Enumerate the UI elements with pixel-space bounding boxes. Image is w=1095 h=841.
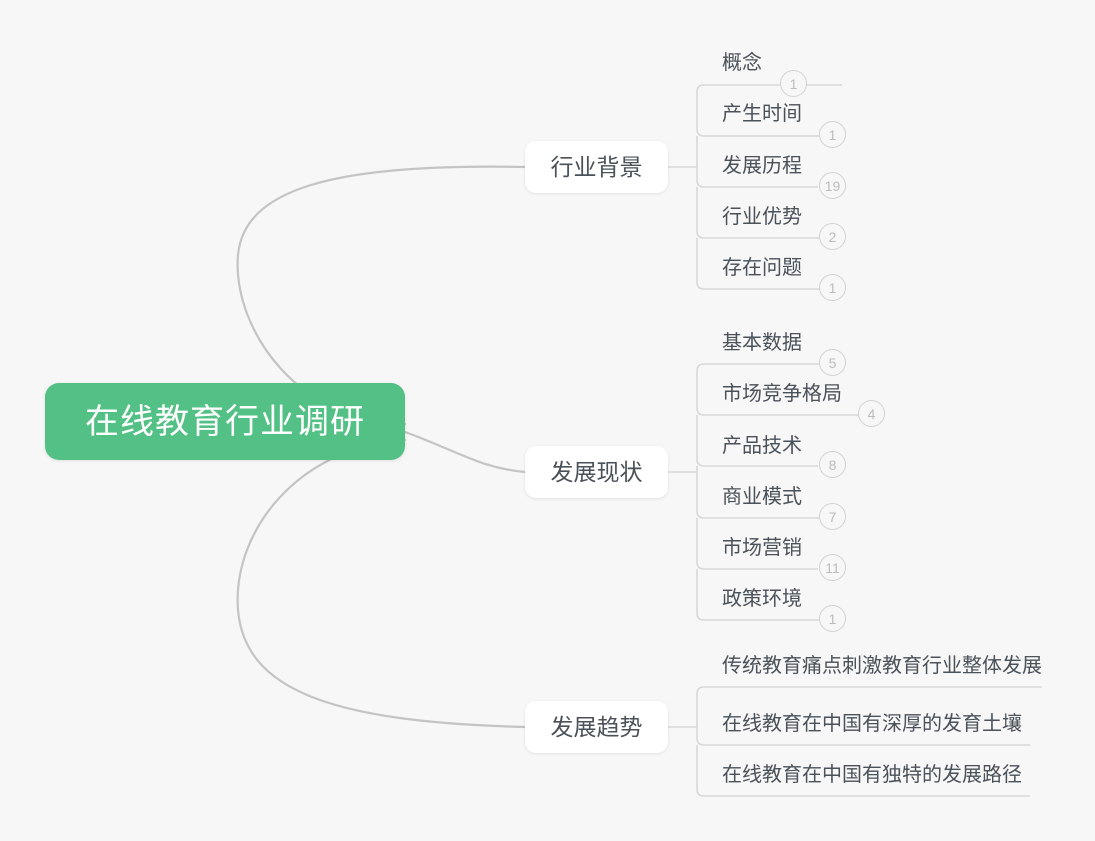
leaf-count-badge: 8 xyxy=(819,451,846,478)
leaf-count-value: 2 xyxy=(828,228,837,245)
leaf-node-label: 发展历程 xyxy=(722,155,802,177)
leaf-node[interactable]: 在线教育在中国有深厚的发育土壤 xyxy=(722,711,1022,745)
leaf-node-label: 市场竞争格局 xyxy=(722,383,842,405)
leaf-count-value: 1 xyxy=(789,75,798,92)
leaf-count-badge: 1 xyxy=(819,121,846,148)
leaf-count-badge: 4 xyxy=(858,400,885,427)
leaf-count-value: 1 xyxy=(828,610,837,627)
leaf-node[interactable]: 基本数据 xyxy=(722,330,802,364)
leaf-count-value: 5 xyxy=(828,354,837,371)
leaf-node-label: 产品技术 xyxy=(722,435,802,457)
leaf-count-badge: 7 xyxy=(819,503,846,530)
leaf-count-badge: 19 xyxy=(819,172,846,199)
leaf-node-label: 政策环境 xyxy=(722,588,802,610)
leaf-count-badge: 5 xyxy=(819,349,846,376)
leaf-underline-2-0 xyxy=(696,686,1042,700)
leaf-node[interactable]: 发展历程 xyxy=(722,153,802,187)
branch-node-label: 行业背景 xyxy=(550,153,643,180)
leaf-node-label: 概念 xyxy=(722,52,762,74)
leaf-node[interactable]: 产生时间 xyxy=(722,101,802,135)
leaf-node-label: 存在问题 xyxy=(722,257,802,279)
connector-root-to-branch-1 xyxy=(403,430,527,474)
connector-root-to-branch-2 xyxy=(236,438,527,729)
leaf-node-label: 商业模式 xyxy=(722,486,802,508)
leaf-count-badge: 1 xyxy=(819,274,846,301)
leaf-node-label: 基本数据 xyxy=(722,332,802,354)
leaf-node[interactable]: 政策环境 xyxy=(722,586,802,620)
leaf-count-value: 7 xyxy=(828,508,837,525)
leaf-node-label: 传统教育痛点刺激教育行业整体发展 xyxy=(722,655,1042,677)
leaf-node[interactable]: 市场竞争格局 xyxy=(722,381,842,415)
leaf-node-label: 产生时间 xyxy=(722,103,802,125)
leaf-underline-1-0 xyxy=(696,363,820,376)
leaf-count-badge: 11 xyxy=(819,554,846,581)
leaf-count-value: 19 xyxy=(824,177,841,194)
leaf-node[interactable]: 产品技术 xyxy=(722,433,802,467)
root-node-label: 在线教育行业调研 xyxy=(85,402,365,441)
leaf-count-badge: 1 xyxy=(819,605,846,632)
leaf-count-value: 4 xyxy=(867,405,876,422)
leaf-node[interactable]: 市场营销 xyxy=(722,535,802,569)
leaf-count-value: 11 xyxy=(825,559,840,576)
leaf-node-label: 市场营销 xyxy=(722,537,802,559)
branch-node-industry-background[interactable]: 行业背景 xyxy=(525,141,668,193)
leaf-node[interactable]: 在线教育在中国有独特的发展路径 xyxy=(722,762,1022,796)
leaf-count-value: 8 xyxy=(828,456,837,473)
branch-node-development-trend[interactable]: 发展趋势 xyxy=(525,701,668,753)
root-node[interactable]: 在线教育行业调研 xyxy=(45,383,405,460)
branch-node-development-status[interactable]: 发展现状 xyxy=(525,446,668,498)
leaf-underline-0-0 xyxy=(696,84,842,96)
leaf-node-label: 在线教育在中国有独特的发展路径 xyxy=(722,764,1022,786)
leaf-count-badge: 2 xyxy=(819,223,846,250)
leaf-count-value: 1 xyxy=(828,279,837,296)
leaf-count-badge: 1 xyxy=(780,70,807,97)
leaf-node[interactable]: 商业模式 xyxy=(722,484,802,518)
leaf-node-label: 在线教育在中国有深厚的发育土壤 xyxy=(722,713,1022,735)
leaf-node[interactable]: 概念 xyxy=(722,50,762,84)
leaf-count-value: 1 xyxy=(828,126,837,143)
branch-node-label: 发展现状 xyxy=(550,458,643,485)
leaf-node-label: 行业优势 xyxy=(722,206,802,228)
leaf-node[interactable]: 行业优势 xyxy=(722,204,802,238)
branch-node-label: 发展趋势 xyxy=(550,713,643,740)
leaf-node[interactable]: 存在问题 xyxy=(722,255,802,289)
leaf-node[interactable]: 传统教育痛点刺激教育行业整体发展 xyxy=(722,653,1042,687)
